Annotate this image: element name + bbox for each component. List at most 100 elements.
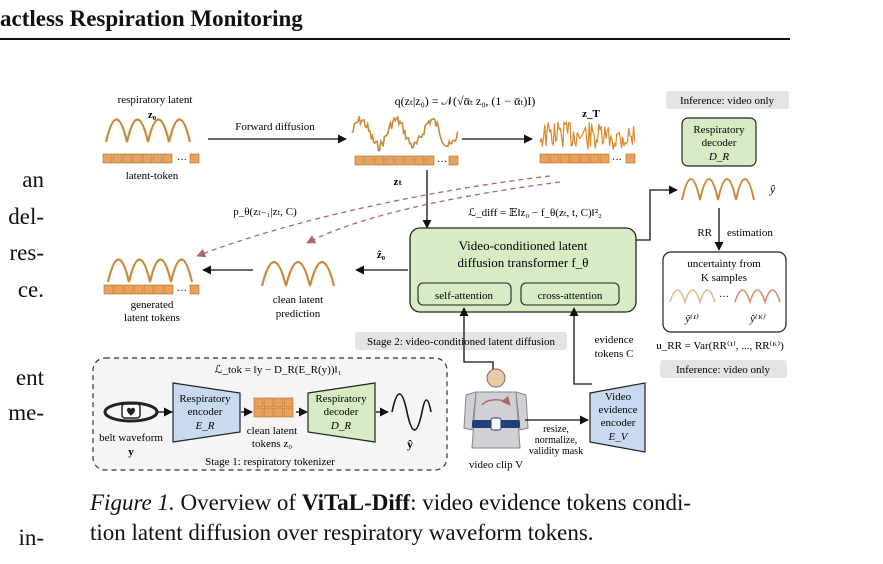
figure-caption: Figure 1. Overview of ViTaL-Diff: video … [90,488,795,548]
body-text-fragment: ent [15,365,44,390]
sample-waveform-k [734,289,781,305]
clean-prediction-waveform [260,261,336,287]
samples-dots: ··· [719,292,729,303]
decoder-top-line2: decoder [702,137,737,149]
svg-text:···: ··· [177,286,187,297]
zt-label: zₜ [394,176,403,188]
decoder-top-symbol: D_R [708,151,729,163]
body-text-fragment: me- [8,400,44,425]
y1-label: ŷ⁽¹⁾ [684,313,699,325]
z0-hat-label: ẑ₀ [377,249,386,261]
resize-line3: validity mask [529,446,583,457]
generated-line2: latent tokens [124,312,180,324]
video-clip-label: video clip V [469,459,523,471]
respiratory-encoder [172,382,241,443]
video-encoder-line3: encoder [601,417,636,429]
belt-line1: belt waveform [99,432,163,444]
y-hat-bottom: ŷ [407,437,413,451]
respiratory-latent-label: respiratory latent [118,94,193,106]
video-evidence-encoder [589,382,646,453]
clean-prediction-dashed-arrow [306,181,561,244]
inference-top-label: Inference: video only [680,95,775,107]
zT-token-row: ··· [539,153,636,166]
zt-token-row: ··· [354,155,459,168]
caption-text-1: Overview of [174,490,302,515]
stage1-label: Stage 1: respiratory tokenizer [205,456,335,468]
forward-diffusion-label: Forward diffusion [235,121,315,133]
respiratory-decoder-top [681,117,757,167]
generated-waveform [106,258,194,283]
transformer-title-line2: diffusion transformer f_θ [458,255,589,270]
belt-line2: y [128,446,134,458]
inference-bottom-label: Inference: video only [676,364,771,376]
architecture-diagram: respiratory latent z₀ ··· latent-token F… [92,91,789,471]
generated-line1: generated [131,299,174,311]
latent-token-label: latent-token [126,170,179,182]
encoder-symbol: E_R [195,420,215,432]
stage2-label: Stage 2: video-conditioned latent diffus… [367,336,555,348]
running-title: actless Respiration Monitoring [0,6,303,31]
cross-attention-block [520,282,620,306]
noisy-waveform-zt [351,115,459,152]
cross-attention-label: cross-attention [538,290,603,302]
inference-badge-bottom [660,360,787,378]
clean-token-grid [253,397,294,418]
zT-label: z_T [582,108,600,120]
inference-badge-top [666,91,789,109]
clean-waveform [104,118,192,143]
self-attention-label: self-attention [435,290,494,302]
reverse-process-dashed-arrow [196,175,551,258]
belt-icon [103,401,159,423]
forward-process-equation: q(zₜ|z₀) = 𝒩(√ᾱₜ z₀, (1 − ᾱₜ)I) [395,94,536,108]
tokenizer-loss-label: ℒ_tok = ‖y − D_R(E_R(y))‖₁ [215,364,342,376]
pure-noise-waveform [539,120,636,150]
video-encoder-line1: Video [605,391,632,403]
generated-token-row: ··· [103,284,200,297]
caption-text-2: : video evidence tokens condi- [410,490,692,515]
clean-tokens-line2: tokens z₀ [252,438,292,450]
estimation-label: estimation [727,227,773,239]
y-hat-top: ŷ [769,182,776,196]
respiratory-decoder-bottom [307,382,376,443]
uncertainty-formula: u_RR = Var(RR⁽¹⁾, ..., RR⁽ᴷ⁾) [656,340,784,352]
latent-token-row: ··· [102,153,200,166]
stage2-badge [355,332,567,350]
body-text-fragment: ce. [17,277,44,302]
resize-line2: normalize, [535,435,577,446]
reverse-process-label: p_θ(zₜ₋₁|zₜ, C) [233,206,297,218]
model-name: ViTaL-Diff [301,490,411,515]
z0-label: z₀ [148,109,157,121]
body-text-fragment: in- [18,525,44,550]
body-text-fragment: an [22,167,44,192]
caption-text-3: tion latent diffusion over respiratory w… [90,520,594,545]
evidence-line1: evidence [594,334,633,346]
svg-text:···: ··· [177,155,187,166]
clean-prediction-line1: clean latent [273,294,323,306]
page-header: actless Respiration Monitoring [0,4,790,40]
decoder-bottom-line1: Respiratory [315,393,367,405]
video-encoder-symbol: E_V [608,431,629,443]
evidence-connector [573,380,592,385]
encoder-line1: Respiratory [179,393,231,405]
body-text-fragment: res- [9,240,44,265]
figure-label: Figure 1. [90,490,175,515]
decoder-bottom-line2: decoder [324,406,359,418]
clean-tokens-line1: clean latent [247,425,297,437]
output-waveform [681,178,755,201]
body-text-fragment: del- [8,204,44,229]
yK-label: ŷ⁽ᴷ⁾ [749,313,766,325]
diffusion-loss-label: ℒ_diff = 𝔼‖z₀ − f_θ(zₜ, t, C)‖²₂ [468,207,602,219]
clean-prediction-line2: prediction [276,308,321,320]
encoder-line2: encoder [188,406,223,418]
self-attention-block [417,282,512,306]
decoder-top-line1: Respiratory [693,124,745,136]
reconstructed-waveform [391,393,432,431]
sample-waveform-1 [669,289,716,305]
uncertainty-line1: uncertainty from [687,258,761,270]
uncertainty-line2: K samples [701,272,747,284]
decoder-bottom-symbol: D_R [330,420,351,432]
resize-line1: resize, [543,424,569,435]
evidence-line2: tokens C [595,348,634,360]
transformer-title-line1: Video-conditioned latent [459,238,588,253]
video-clip-person-icon [463,368,529,449]
